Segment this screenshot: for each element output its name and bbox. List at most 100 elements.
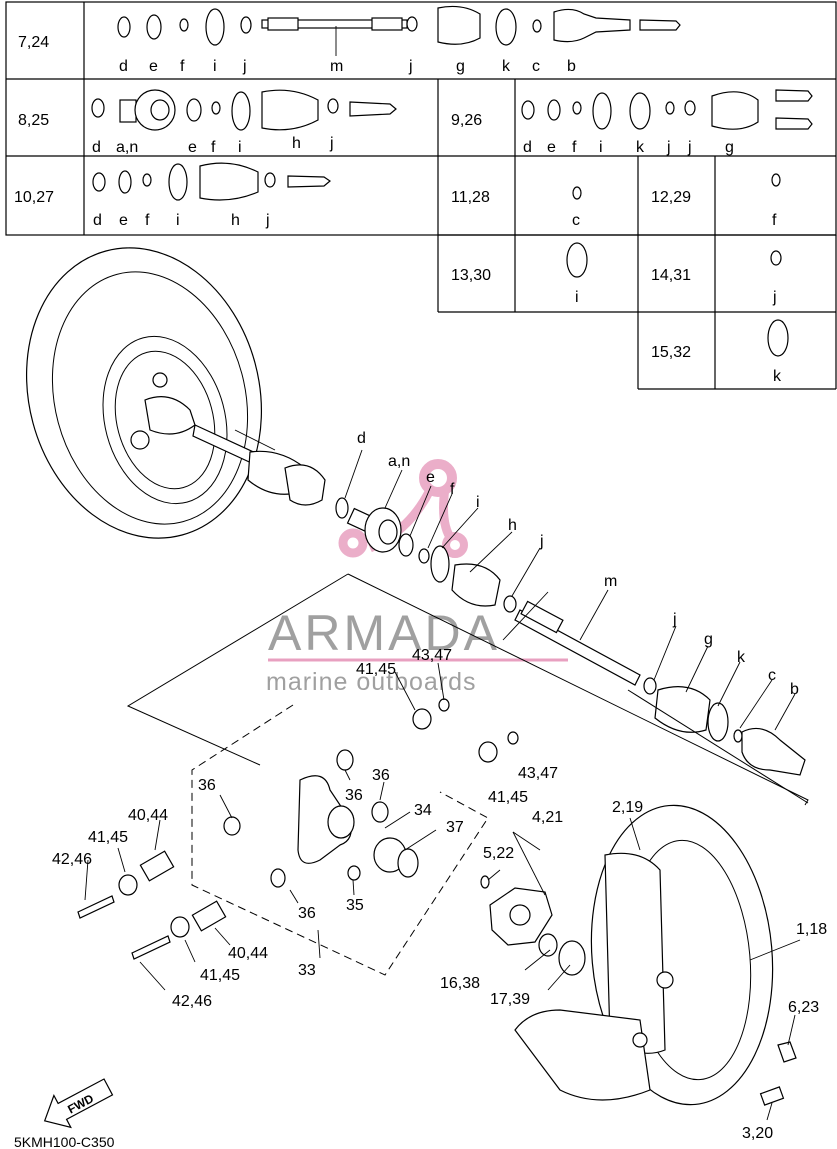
kit-row-2-letter: e xyxy=(188,139,197,156)
watermark-title: ARMADA xyxy=(268,605,500,661)
kit-row-1-letter: m xyxy=(330,58,343,75)
callout-5-22: 5,22 xyxy=(483,845,514,862)
axle-shaft-assembly xyxy=(192,424,806,776)
kit-row-2-letter: d xyxy=(92,139,101,156)
callout-43-47-a: 43,47 xyxy=(412,647,452,664)
callout-m: m xyxy=(604,573,617,590)
kit-row-4-letter: j xyxy=(265,212,270,229)
callout-c: c xyxy=(768,667,776,684)
leader-lines xyxy=(84,449,801,1121)
callout-labels: d a,n e f i h j m j g k c b 41,45 43,47 … xyxy=(52,430,827,1142)
callout-40-44-a: 40,44 xyxy=(128,807,168,824)
kit-row-2-parts: d a,n e f i h j xyxy=(91,89,397,156)
callout-36-b: 36 xyxy=(345,787,363,804)
right-wheel-assembly xyxy=(514,804,797,1106)
kit-row-1-letter: k xyxy=(502,58,511,75)
row-ref-8: 14,31 xyxy=(651,267,691,284)
kit-row-3-letter: d xyxy=(523,139,532,156)
callout-a-n: a,n xyxy=(388,453,410,470)
callout-41-45-d: 41,45 xyxy=(200,967,240,984)
row-ref-4: 10,27 xyxy=(14,189,54,206)
kit-row-2-letter: f xyxy=(211,139,216,156)
kit-cell-letter: k xyxy=(773,368,782,385)
kit-row-4-parts: d e f i h j xyxy=(92,162,332,229)
callout-40-44-b: 40,44 xyxy=(228,945,268,962)
row-ref-1: 7,24 xyxy=(18,34,49,51)
diagram-code: 5KMH100-C350 xyxy=(14,1134,115,1149)
callout-42-46-a: 42,46 xyxy=(52,851,92,868)
callout-35: 35 xyxy=(346,897,364,914)
kit-row-3-letter: g xyxy=(725,139,734,156)
kit-row-1-parts: d e f i j m j g k c b xyxy=(117,5,681,75)
kit-row-3-letter: i xyxy=(599,139,603,156)
callout-e: e xyxy=(426,469,435,486)
fwd-arrow-icon: FWD xyxy=(43,1078,114,1129)
callout-b: b xyxy=(790,681,799,698)
parts-kit-table: 7,24 8,25 9,26 10,27 11,28 12,29 13,30 1… xyxy=(5,1,837,390)
kit-row-2-letter: h xyxy=(292,135,301,152)
kit-row-3-letter: j xyxy=(687,139,692,156)
row-ref-7: 13,30 xyxy=(451,267,491,284)
callout-1-18: 1,18 xyxy=(796,921,827,938)
callout-43-47-b: 43,47 xyxy=(518,765,558,782)
callout-41-45-b: 41,45 xyxy=(488,789,528,806)
callout-17-39: 17,39 xyxy=(490,991,530,1008)
callout-k: k xyxy=(737,649,746,666)
kit-cell-letter: j xyxy=(772,289,777,306)
callout-2-19: 2,19 xyxy=(612,799,643,816)
kit-row-4-letter: d xyxy=(93,212,102,229)
kit-row-1-letter: d xyxy=(119,58,128,75)
left-wheel-assembly xyxy=(25,247,263,539)
swing-arm-assembly xyxy=(77,698,519,960)
kit-row-2-letter: j xyxy=(329,135,334,152)
kit-cell-letter: c xyxy=(572,212,580,229)
kit-row-1-letter: c xyxy=(532,58,540,75)
callout-j-1: j xyxy=(539,533,544,550)
kit-row-3-letter: k xyxy=(636,139,645,156)
row-ref-9: 15,32 xyxy=(651,344,691,361)
kit-row-4-letter: f xyxy=(145,212,150,229)
kit-row-1-letter: e xyxy=(149,58,158,75)
callout-16-38: 16,38 xyxy=(440,975,480,992)
kit-row-4-letter: e xyxy=(119,212,128,229)
kit-row-1-letter: f xyxy=(180,58,185,75)
callout-33: 33 xyxy=(298,962,316,979)
kit-row-4-letter: h xyxy=(231,212,240,229)
kit-row-1-letter: j xyxy=(242,58,247,75)
kit-row-3-letter: e xyxy=(547,139,556,156)
hub-assembly xyxy=(480,875,586,976)
callout-g: g xyxy=(704,631,713,648)
row-ref-2: 8,25 xyxy=(18,112,49,129)
row-ref-3: 9,26 xyxy=(451,112,482,129)
kit-single-parts: c f i j k xyxy=(566,173,789,385)
kit-row-1-letter: j xyxy=(408,58,413,75)
callout-3-20: 3,20 xyxy=(742,1125,773,1142)
callout-f: f xyxy=(450,481,455,498)
callout-h: h xyxy=(508,517,517,534)
kit-row-3-parts: d e f i k j j g xyxy=(521,89,813,156)
kit-row-3-letter: f xyxy=(572,139,577,156)
callout-41-45-c: 41,45 xyxy=(88,829,128,846)
row-ref-5: 11,28 xyxy=(451,189,490,206)
callout-36-c: 36 xyxy=(372,767,390,784)
kit-row-1-letter: i xyxy=(213,58,217,75)
kit-row-1-letter: b xyxy=(567,58,576,75)
callout-d: d xyxy=(357,430,366,447)
callout-i: i xyxy=(476,494,480,511)
callout-4-21: 4,21 xyxy=(532,809,563,826)
kit-row-2-letter: a,n xyxy=(116,139,138,156)
row-ref-6: 12,29 xyxy=(651,189,691,206)
kit-row-4-letter: i xyxy=(176,212,180,229)
kit-cell-letter: f xyxy=(772,212,777,229)
callout-34: 34 xyxy=(414,802,432,819)
kit-row-3-letter: j xyxy=(666,139,671,156)
callout-36-d: 36 xyxy=(298,905,316,922)
watermark: ARMADA marine outboards xyxy=(266,459,568,696)
callout-j-2: j xyxy=(672,611,677,628)
callout-36-a: 36 xyxy=(198,777,216,794)
callout-42-46-b: 42,46 xyxy=(172,993,212,1010)
kit-cell-letter: i xyxy=(575,289,579,306)
callout-6-23: 6,23 xyxy=(788,999,819,1016)
kit-row-2-letter: i xyxy=(238,139,242,156)
